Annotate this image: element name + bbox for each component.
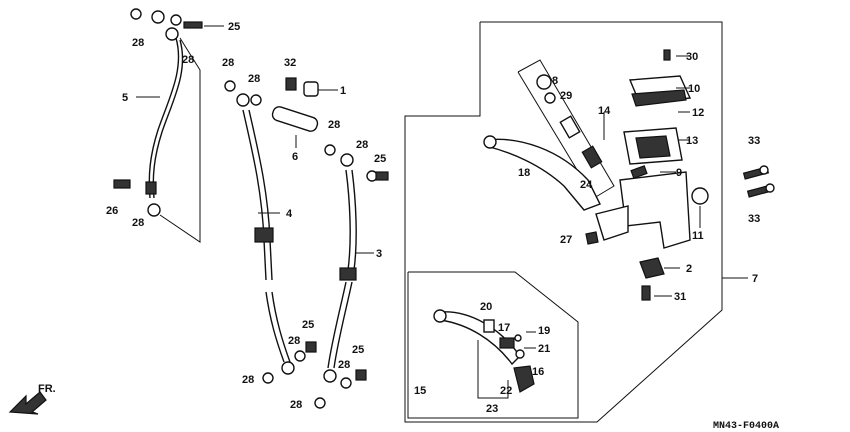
callout-28: 28 bbox=[288, 335, 300, 347]
callout-32: 32 bbox=[284, 57, 296, 69]
callout-28: 28 bbox=[290, 399, 302, 411]
callout-28: 28 bbox=[242, 374, 254, 386]
callout-15: 15 bbox=[414, 385, 426, 397]
callout-17: 17 bbox=[498, 322, 510, 334]
callout-25: 25 bbox=[374, 153, 386, 165]
diaphragm-13 bbox=[623, 127, 683, 165]
callout-22: 22 bbox=[500, 385, 512, 397]
bracket-1 bbox=[303, 81, 338, 97]
washers-and-bolts bbox=[113, 8, 389, 409]
callout-25: 25 bbox=[228, 21, 240, 33]
callout-28: 28 bbox=[248, 73, 260, 85]
front-direction-label: FR. bbox=[38, 383, 56, 395]
callout-4: 4 bbox=[286, 208, 293, 220]
callout-10: 10 bbox=[688, 83, 700, 95]
callout-31: 31 bbox=[674, 291, 686, 303]
callout-25: 25 bbox=[352, 344, 364, 356]
callout-3: 3 bbox=[376, 248, 382, 260]
callout-14: 14 bbox=[598, 105, 611, 117]
front-direction-arrow-icon bbox=[8, 391, 47, 415]
callout-18: 18 bbox=[518, 167, 530, 179]
callout-2: 2 bbox=[686, 263, 692, 275]
callout-28: 28 bbox=[222, 57, 234, 69]
callout-28: 28 bbox=[132, 217, 144, 229]
callout-21: 21 bbox=[538, 343, 550, 355]
brake-lever-18 bbox=[483, 135, 601, 211]
callout-6: 6 bbox=[292, 151, 298, 163]
callout-30: 30 bbox=[686, 51, 698, 63]
callout-13: 13 bbox=[686, 135, 698, 147]
callouts: 25 28 28 5 28 28 32 1 28 6 28 25 26 28 4… bbox=[106, 21, 760, 415]
callout-20: 20 bbox=[480, 301, 492, 313]
bolts-33 bbox=[742, 165, 775, 198]
brake-hose-3 bbox=[323, 153, 374, 383]
callout-28: 28 bbox=[356, 139, 368, 151]
callout-12: 12 bbox=[692, 107, 704, 119]
lever-assembly-parts bbox=[433, 309, 535, 399]
callout-29: 29 bbox=[560, 90, 572, 102]
callout-28: 28 bbox=[338, 359, 350, 371]
callout-27: 27 bbox=[560, 234, 572, 246]
reservoir-cap-10 bbox=[628, 49, 692, 107]
switch-2 bbox=[639, 257, 665, 301]
brake-hose-4 bbox=[236, 93, 295, 375]
callout-28: 28 bbox=[132, 37, 144, 49]
callout-16: 16 bbox=[532, 366, 544, 378]
callout-28: 28 bbox=[328, 119, 340, 131]
callout-7: 7 bbox=[752, 273, 758, 285]
callout-25: 25 bbox=[302, 319, 314, 331]
callout-5: 5 bbox=[122, 92, 128, 104]
callout-9: 9 bbox=[676, 167, 682, 179]
callout-24: 24 bbox=[580, 179, 593, 191]
leader-lines bbox=[204, 25, 701, 349]
pipe-joint-6 bbox=[271, 106, 319, 148]
diagram-code: MN43-F0400A bbox=[713, 421, 779, 432]
callout-19: 19 bbox=[538, 325, 550, 337]
brake-hose-5 bbox=[136, 27, 201, 243]
master-cylinder-body bbox=[595, 165, 709, 249]
callout-26: 26 bbox=[106, 205, 118, 217]
callout-23: 23 bbox=[486, 403, 498, 415]
callout-33: 33 bbox=[748, 135, 760, 147]
bolt-27 bbox=[585, 231, 599, 245]
lever-assembly-outline bbox=[407, 271, 579, 419]
piston-set-14 bbox=[517, 59, 615, 199]
callout-1: 1 bbox=[340, 85, 346, 97]
callout-8: 8 bbox=[552, 75, 558, 87]
master-cylinder-group-outline bbox=[404, 21, 748, 423]
callout-33: 33 bbox=[748, 213, 760, 225]
callout-28: 28 bbox=[182, 54, 194, 66]
callout-11: 11 bbox=[692, 230, 704, 242]
